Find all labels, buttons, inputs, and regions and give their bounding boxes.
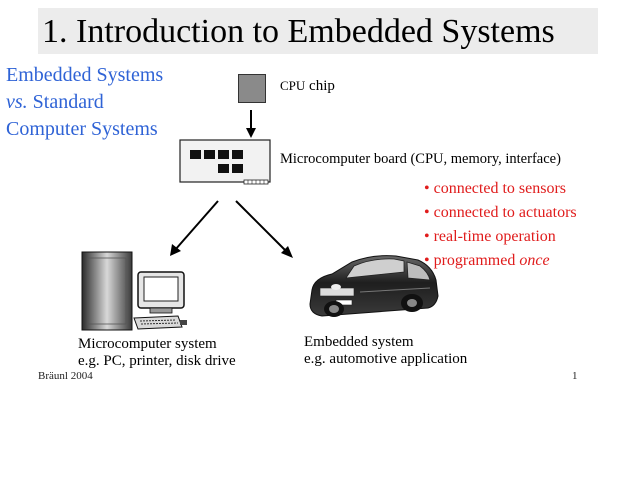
down-arrow-icon: [246, 110, 256, 138]
right-arrow-icon: [235, 200, 293, 258]
footer-author: Bräunl 2004: [38, 370, 93, 382]
subtitle-vs: vs.: [6, 91, 28, 113]
pc-computer-icon: [81, 251, 187, 331]
embedded-caption-line-2: e.g. automotive application: [304, 351, 468, 367]
slide-title: 1. Introduction to Embedded Systems: [42, 13, 555, 50]
cpu-word: CPU: [280, 78, 306, 93]
left-arrow-icon: [170, 200, 219, 256]
bullet-programmed-once: • programmed once: [424, 249, 577, 273]
title-band: [38, 8, 598, 54]
chip-word: chip: [305, 78, 335, 94]
page-number: 1: [572, 370, 578, 382]
microcomputer-caption-line-2: e.g. PC, printer, disk drive: [78, 353, 236, 369]
subtitle-standard: Standard: [27, 91, 104, 113]
bullet-real-time: • real-time operation: [424, 228, 556, 245]
microcomputer-board-icon: [179, 139, 271, 185]
bullet-actuators: • connected to actuators: [424, 204, 577, 221]
microcomputer-caption: Microcomputer system e.g. PC, printer, d…: [78, 336, 236, 370]
subtitle: Embedded Systems vs. Standard Computer S…: [6, 62, 163, 143]
subtitle-line-1: Embedded Systems: [6, 64, 164, 86]
bullet-programmed-text: • programmed: [424, 252, 520, 269]
embedded-features-list: • connected to sensors • connected to ac…: [424, 177, 577, 273]
subtitle-line-3: Computer Systems: [6, 118, 158, 140]
car-icon: [309, 255, 439, 317]
bullet-sensors: • connected to sensors: [424, 180, 567, 197]
microcomputer-caption-line-1: Microcomputer system: [78, 336, 217, 352]
cpu-chip-label: CPU chip: [280, 78, 335, 95]
subtitle-line-2: vs. Standard: [6, 89, 163, 116]
board-label: Microcomputer board (CPU, memory, interf…: [280, 151, 561, 167]
embedded-caption-line-1: Embedded system: [304, 334, 414, 350]
bullet-once-emphasis: once: [519, 252, 550, 269]
embedded-caption: Embedded system e.g. automotive applicat…: [304, 334, 467, 368]
cpu-chip-icon: [238, 74, 266, 103]
